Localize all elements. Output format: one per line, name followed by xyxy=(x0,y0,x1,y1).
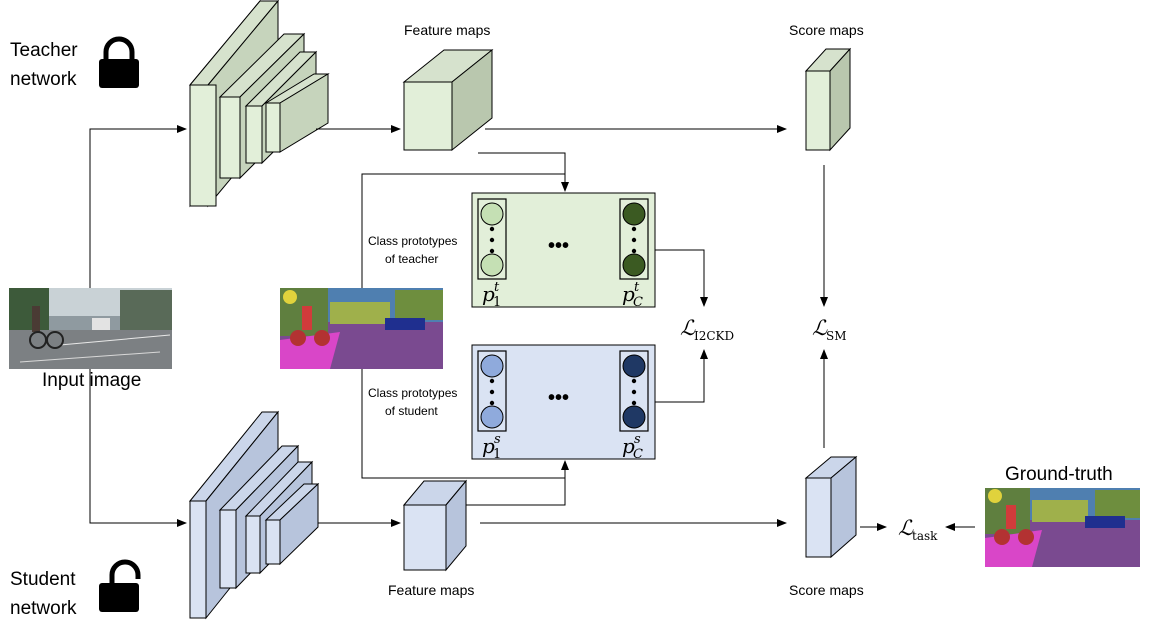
svg-text:SM: SM xyxy=(826,329,847,343)
pcs-sup: s xyxy=(634,432,641,447)
student-score-map xyxy=(804,455,858,559)
feature-maps-bottom-label: Feature maps xyxy=(388,582,474,598)
teacher-score-map xyxy=(804,47,852,152)
p1s-sup: s xyxy=(494,432,501,447)
student-label-line2: network xyxy=(10,598,77,619)
loss-i2ckd: ℒ I2CKD xyxy=(680,316,734,343)
lock-open-icon xyxy=(99,559,141,612)
loss-task: ℒ task xyxy=(898,516,938,543)
student-encoder xyxy=(188,410,320,620)
ground-truth-label: Ground-truth xyxy=(1005,464,1113,485)
svg-text:task: task xyxy=(912,529,938,543)
pct-sup: t xyxy=(634,280,640,295)
loss-sm: ℒ SM xyxy=(812,316,847,343)
connectors xyxy=(89,125,975,531)
segmentation-prediction-image xyxy=(280,288,443,369)
p1s-sub: 1 xyxy=(493,447,501,462)
svg-text:ℒ: ℒ xyxy=(898,516,914,540)
proto-teacher-line1: Class prototypes xyxy=(368,234,457,248)
p1t-sup: t xyxy=(494,280,500,295)
student-label-line1: Student xyxy=(10,569,76,590)
ground-truth-image xyxy=(985,488,1140,567)
pcs-symbol: p xyxy=(622,434,635,458)
lock-closed-icon xyxy=(99,36,139,88)
teacher-label-line1: Teacher xyxy=(10,40,78,61)
proto-student-line2: of student xyxy=(385,404,438,418)
pct-sub: C xyxy=(633,295,643,310)
proto-teacher-line2: of teacher xyxy=(385,252,438,266)
svg-text:ℒ: ℒ xyxy=(812,316,828,340)
p1s-symbol: p xyxy=(482,434,495,458)
svg-text:I2CKD: I2CKD xyxy=(694,329,734,343)
feature-maps-top-label: Feature maps xyxy=(404,22,490,38)
student-prototype-box xyxy=(471,344,656,460)
input-image xyxy=(9,288,172,369)
svg-text:ℒ: ℒ xyxy=(680,316,696,340)
teacher-label-line2: network xyxy=(10,69,77,90)
input-image-label: Input image xyxy=(42,370,141,391)
teacher-feature-map xyxy=(402,48,494,152)
pcs-sub: C xyxy=(633,447,643,462)
p1t-sub: 1 xyxy=(493,295,501,310)
student-ellipsis: ••• xyxy=(548,387,569,409)
proto-student-line1: Class prototypes xyxy=(368,386,457,400)
teacher-ellipsis: ••• xyxy=(548,235,569,257)
score-maps-bottom-label: Score maps xyxy=(789,582,864,598)
pct-symbol: p xyxy=(622,282,635,306)
teacher-prototype-box xyxy=(471,192,656,308)
student-feature-map xyxy=(402,479,468,572)
p1t-symbol: p xyxy=(482,282,495,306)
score-maps-top-label: Score maps xyxy=(789,22,864,38)
teacher-encoder xyxy=(188,0,330,208)
